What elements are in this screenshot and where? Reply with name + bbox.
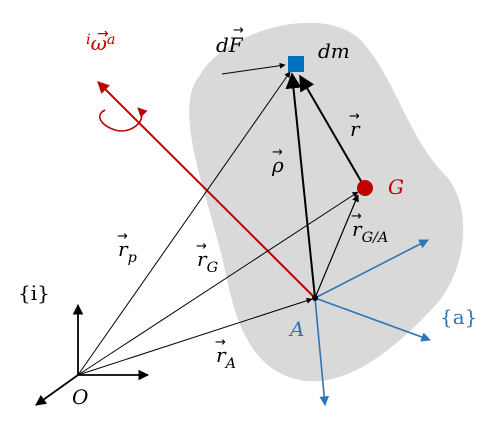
vector-r-GA	[314, 194, 359, 299]
vector-r-p	[77, 71, 291, 376]
r-p-label: rp	[118, 237, 137, 266]
vector-r	[299, 74, 366, 189]
r-GA-label-arrow: →	[351, 209, 362, 224]
force-dF-arrow	[221, 62, 286, 75]
vector-r-A	[77, 297, 313, 376]
G-label: G	[388, 175, 404, 199]
point-A	[312, 295, 318, 301]
r-G-label-arrow: →	[196, 239, 207, 254]
omega-rotation-arc	[99, 107, 148, 132]
dF-label-arrow: →	[233, 23, 244, 38]
vector-rho	[285, 72, 316, 299]
frame-i-z-axis	[35, 374, 79, 406]
mass-element-dm	[288, 56, 304, 72]
rho-label-arrow: →	[272, 145, 283, 160]
center-of-mass-G	[357, 180, 373, 196]
r-label-arrow: →	[349, 109, 360, 124]
omega-label-arrow: →	[97, 26, 109, 42]
A-label: A	[288, 317, 304, 341]
vector-r-G	[77, 191, 359, 376]
frame-a-axis-3	[314, 297, 329, 406]
dm-label: dm	[318, 39, 350, 63]
rho-label: ρ	[271, 153, 284, 177]
dF-label: dF	[216, 33, 244, 57]
frame-a-axis-1	[314, 239, 429, 299]
r-A-label-arrow: →	[215, 335, 226, 350]
O-label: O	[72, 385, 88, 409]
omega-axis-line	[97, 81, 316, 299]
r-G-label: rG	[197, 247, 218, 276]
r-label: r	[350, 117, 361, 141]
frame-a-label: {a}	[440, 305, 477, 329]
r-p-label-arrow: →	[117, 229, 128, 244]
frame-i-label: {i}	[18, 281, 50, 305]
rigid-body-shape	[189, 22, 464, 382]
frame-a-axis-2	[314, 297, 431, 342]
r-A-label: rA	[216, 343, 236, 372]
r-GA-label: rG/A	[352, 217, 388, 246]
omega-label: iωa	[86, 31, 116, 55]
